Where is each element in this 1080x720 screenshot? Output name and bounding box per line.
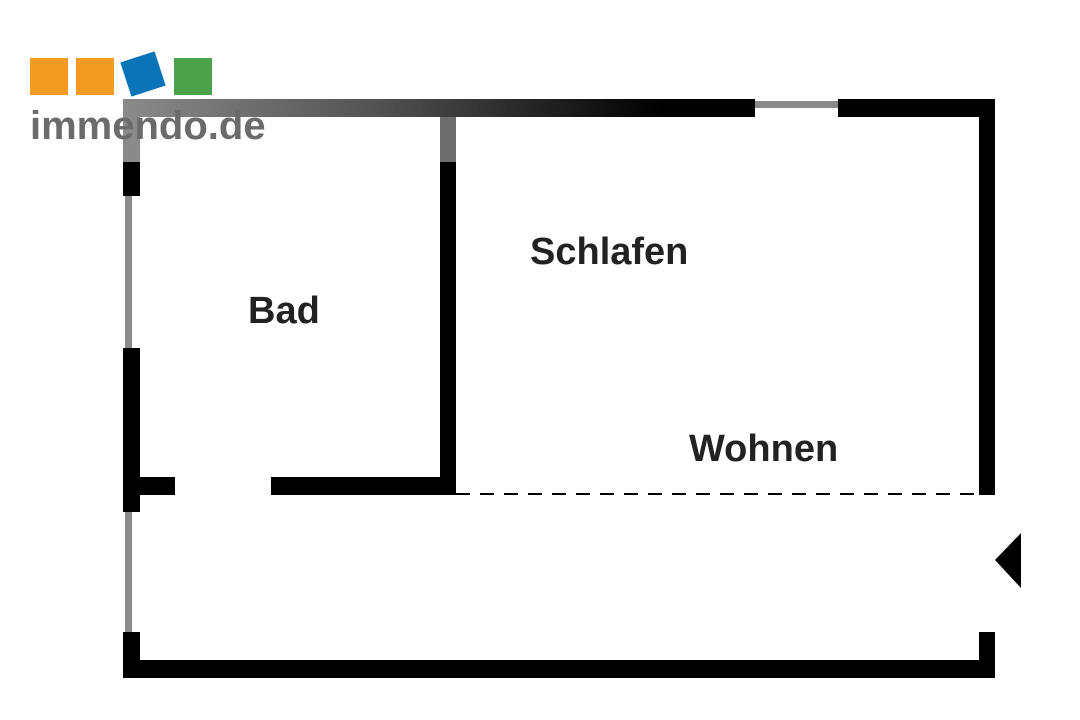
room-label-bad: Bad [248, 290, 320, 332]
left-wall-black-1 [123, 162, 140, 196]
right-wall-upper [979, 99, 995, 495]
logo-square-2 [76, 58, 114, 95]
top-wall-left [123, 99, 663, 117]
logo-square-3 [120, 51, 166, 97]
left-wall-black-2 [123, 348, 140, 512]
top-wall-middle [662, 99, 755, 117]
logo-square-1 [30, 58, 68, 95]
left-wall-black-3 [123, 632, 140, 678]
room-label-schlafen: Schlafen [530, 231, 688, 273]
left-window-lower [125, 512, 132, 632]
entrance-arrow-icon [995, 533, 1021, 588]
logo: immendo.de [30, 51, 266, 148]
left-wall-top-grey [123, 117, 140, 162]
logo-square-4 [174, 58, 212, 95]
left-window-upper [125, 196, 132, 348]
top-window [755, 101, 839, 108]
logo-text: immendo.de [30, 104, 266, 148]
interior-wall-vertical [440, 162, 456, 495]
room-label-wohnen: Wohnen [689, 428, 838, 470]
top-wall-right [838, 99, 995, 117]
bad-wall-left-stub [140, 477, 175, 495]
bad-wall-right [271, 477, 456, 495]
interior-wall-grey [440, 117, 456, 162]
bottom-wall [123, 660, 995, 678]
